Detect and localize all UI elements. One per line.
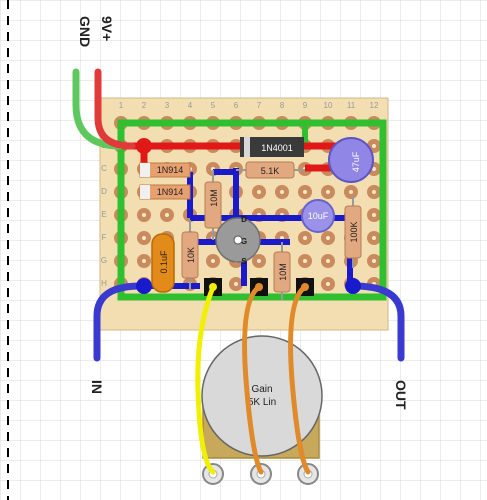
pot-wire-orange-a: [242, 284, 264, 475]
pad-hole: [349, 190, 353, 194]
pad-hole: [303, 190, 307, 194]
pad-hole: [165, 213, 169, 217]
potentiometer-name: Gain: [251, 384, 272, 395]
resistor-10k: 10K: [181, 220, 199, 290]
capacitor-0-1uf-label: 0.1uF: [159, 250, 169, 274]
power-label: 9V+: [99, 16, 115, 41]
pad-hole: [303, 236, 307, 240]
capacitor-10uf-label: 10uF: [308, 211, 329, 221]
row-letter: C: [101, 164, 107, 173]
gnd-label: GND: [77, 16, 93, 47]
diode-1n914-a-label: 1N914: [157, 165, 184, 175]
pad-hole: [211, 259, 215, 263]
pad-hole: [372, 213, 376, 217]
pad-hole: [326, 259, 330, 263]
resistor-10k-label: 10K: [186, 247, 196, 263]
row-letter: E: [101, 210, 106, 219]
column-number: 11: [347, 101, 356, 110]
pad-hole: [142, 259, 146, 263]
resistor-5k1-label: 5.1K: [261, 166, 280, 176]
column-number: 8: [280, 101, 285, 110]
row-letter: G: [101, 256, 107, 265]
diode-1n4001: 1N4001: [240, 137, 304, 157]
pad-hole: [142, 236, 146, 240]
resistor-10m-a-label: 10M: [209, 189, 219, 207]
output-wire: [350, 282, 405, 362]
column-number: 4: [188, 101, 193, 110]
jfet-transistor: D G S: [215, 215, 261, 266]
pad-hole: [234, 282, 238, 286]
jfet-source-label: S: [241, 257, 247, 266]
pad-hole: [257, 259, 261, 263]
pad-hole: [326, 236, 330, 240]
diode-1n914-a: 1N914: [139, 162, 191, 178]
capacitor-10uf: 10uF: [301, 199, 335, 233]
potentiometer-value: 5K Lin: [248, 397, 276, 408]
capacitor-47uf: 47uF: [328, 137, 374, 183]
diode-1n914-b: 1N914: [139, 184, 191, 200]
pad-hole: [372, 190, 376, 194]
pad-hole: [372, 144, 376, 148]
resistor-100k: 100K: [344, 196, 362, 268]
resistor-100k-label: 100K: [349, 221, 359, 242]
jfet-drain-label: D: [241, 215, 247, 224]
pad-hole: [257, 190, 261, 194]
pad-hole: [142, 213, 146, 217]
diode-1n4001-label: 1N4001: [261, 143, 293, 153]
input-pad: [136, 278, 152, 294]
resistor-10m-b: 10M: [273, 242, 291, 300]
column-number: 6: [234, 101, 239, 110]
pot-wire-orange-b: [288, 284, 311, 475]
capacitor-47uf-label: 47uF: [351, 151, 361, 172]
column-number: 1: [119, 101, 124, 110]
input-wire: [93, 282, 144, 362]
column-number: 12: [370, 101, 379, 110]
pad-hole: [326, 190, 330, 194]
column-number: 9: [303, 101, 308, 110]
column-number: 10: [324, 101, 333, 110]
diode-1n914-b-label: 1N914: [157, 187, 184, 197]
jfet-gate-label: G: [241, 237, 247, 246]
column-number: 2: [142, 101, 147, 110]
power-wire: [94, 68, 136, 150]
input-label: IN: [89, 380, 105, 394]
output-pad: [345, 278, 361, 294]
pad-hole: [303, 259, 307, 263]
column-number: 7: [257, 101, 262, 110]
resistor-10m-b-label: 10M: [278, 263, 288, 281]
resistor-10m-a: 10M: [204, 170, 222, 240]
resistor-5k1: 5.1K: [236, 161, 305, 179]
pot-wire-yellow: [195, 284, 216, 475]
pad-hole: [372, 259, 376, 263]
column-number: 3: [165, 101, 170, 110]
power-pad: [136, 138, 152, 154]
row-letter: H: [101, 279, 107, 288]
pad-hole: [372, 236, 376, 240]
row-letter: F: [102, 233, 107, 242]
row-letter: D: [101, 187, 107, 196]
pad-hole: [326, 282, 330, 286]
pad-hole: [372, 167, 376, 171]
output-label: OUT: [393, 380, 409, 410]
potentiometer-knob: [201, 335, 323, 457]
column-number: 5: [211, 101, 216, 110]
pad-hole: [280, 190, 284, 194]
capacitor-0-1uf: 0.1uF: [151, 233, 175, 293]
